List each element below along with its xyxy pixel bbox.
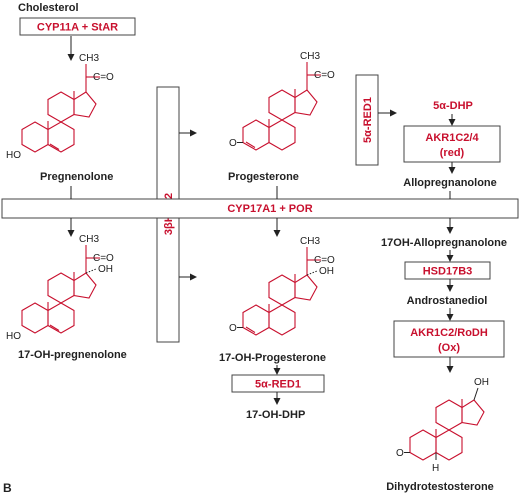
pregnenolone-structure: CH3 C=O HO	[6, 53, 114, 161]
pregnenolone-label: Pregnenolone	[40, 171, 113, 183]
dht-oh: OH	[474, 377, 489, 388]
pregnenolone-ho: HO	[6, 150, 21, 161]
dihydrotestosterone-label: Dihydrotestosterone	[386, 481, 494, 493]
17oh-progesterone-oh: OH	[319, 266, 334, 277]
17oh-progesterone-ch3: CH3	[300, 236, 320, 247]
17oh-progesterone-label: 17-OH-Progesterone	[219, 352, 326, 364]
17oh-progesterone-co: C=O	[314, 255, 335, 266]
allopregnanolone-label: Allopregnanolone	[403, 177, 497, 189]
progesterone-structure: CH3 C=O O	[229, 51, 335, 151]
progesterone-label: Progesterone	[228, 171, 299, 183]
hsd17b3-box	[404, 261, 491, 280]
17oh-progesterone-structure: CH3 C=O OH O	[229, 236, 335, 336]
cyp11a-box	[19, 17, 136, 36]
red1-bottom-label: 5α-RED1	[255, 379, 301, 391]
figure-label: B	[3, 481, 12, 495]
17oh-pregnenolone-oh: OH	[98, 264, 113, 275]
dihydrotestosterone-structure: OH O H	[396, 377, 489, 474]
akr1c24-label-line1: AKR1C2/4	[425, 132, 479, 144]
akr1c2-label-line2: (Ox)	[438, 342, 460, 354]
17oh-pregnenolone-structure: CH3 C=O OH HO	[6, 234, 114, 342]
cyp17a1-label: CYP17A1 + POR	[227, 203, 312, 215]
dht-o: O	[396, 448, 404, 459]
17oh-pregnenolone-ho: HO	[6, 331, 21, 342]
progesterone-ch3: CH3	[300, 51, 320, 62]
akr1c2-box	[393, 320, 505, 358]
red1-bottom-box	[231, 374, 325, 393]
dht-h: H	[432, 463, 439, 474]
17oh-dhp-label: 17-OH-DHP	[246, 409, 305, 421]
pregnenolone-co: C=O	[93, 72, 114, 83]
17oh-pregnenolone-co: C=O	[93, 253, 114, 264]
red1-vertical-label: 5α-RED1	[362, 97, 374, 143]
17oh-allopregnanolone-label: 17OH-Allopregnanolone	[381, 237, 507, 249]
17oh-pregnenolone-label: 17-OH-pregnenolone	[18, 349, 127, 361]
hsd17b3-label: HSD17B3	[423, 266, 473, 278]
pregnenolone-ch3: CH3	[79, 53, 99, 64]
cholesterol-label: Cholesterol	[18, 2, 79, 14]
cyp17a1-box	[1, 198, 519, 219]
cyp11a-label: CYP11A + StAR	[37, 22, 118, 34]
progesterone-co: C=O	[314, 70, 335, 81]
progesterone-o: O	[229, 138, 237, 149]
akr1c2-label-line1: AKR1C2/RoDH	[410, 327, 488, 339]
five-alpha-dhp-label: 5α-DHP	[433, 100, 473, 112]
akr1c24-label-line2: (red)	[440, 147, 465, 159]
17oh-progesterone-o: O	[229, 323, 237, 334]
androstanediol-label: Androstanediol	[407, 295, 488, 307]
red1-vertical-box	[355, 74, 379, 166]
17oh-pregnenolone-ch3: CH3	[79, 234, 99, 245]
